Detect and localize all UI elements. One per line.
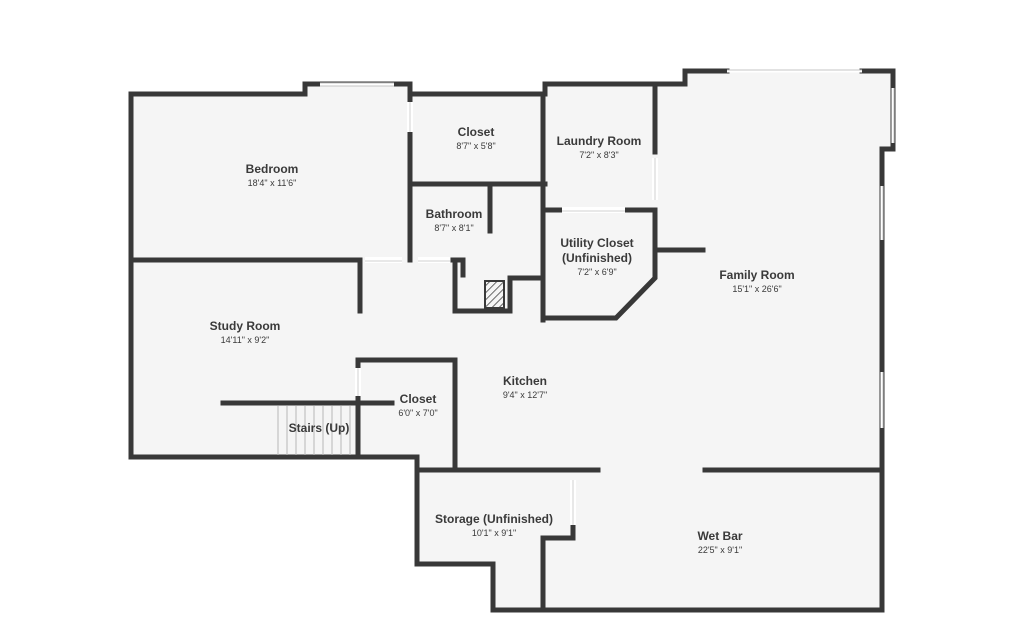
room-name-storage: Storage (Unfinished) (435, 512, 553, 526)
door-openings (355, 102, 658, 525)
room-dims-family: 15'1" x 26'6" (732, 284, 781, 294)
room-dims-bathroom: 8'7" x 8'1" (434, 223, 473, 233)
room-dims-kitchen: 9'4" x 12'7" (503, 390, 547, 400)
room-dims-laundry: 7'2" x 8'3" (579, 150, 618, 160)
room-dims-wetbar: 22'5" x 9'1" (698, 545, 742, 555)
windows (320, 69, 895, 428)
room-name-family: Family Room (719, 268, 794, 282)
stairs (277, 406, 351, 455)
floor-area (131, 71, 893, 610)
room-name-bathroom: Bathroom (426, 207, 483, 221)
room-dims-bedroom: 18'4" x 11'6" (248, 178, 297, 188)
room-dims-closet-small: 6'0" x 7'0" (398, 408, 437, 418)
room-dims-utility: 7'2" x 6'9" (577, 267, 616, 277)
room-name-stairs: Stairs (Up) (289, 421, 350, 435)
room-name-laundry: Laundry Room (557, 134, 642, 148)
room-name-kitchen: Kitchen (503, 374, 547, 388)
room-name-wetbar: Wet Bar (697, 529, 742, 543)
room-name-study: Study Room (210, 319, 281, 333)
room-dims-storage: 10'1" x 9'1" (472, 528, 516, 538)
room-dims-study: 14'11" x 9'2" (221, 335, 270, 345)
room-name-utility-line2: (Unfinished) (562, 251, 632, 265)
hatched-block (484, 280, 505, 309)
room-labels: Bedroom 18'4" x 11'6" Closet 8'7" x 5'8"… (210, 125, 795, 555)
room-name-closet-small: Closet (400, 392, 437, 406)
room-name-bedroom: Bedroom (246, 162, 299, 176)
room-name-utility-line1: Utility Closet (560, 236, 633, 250)
room-dims-closet-top: 8'7" x 5'8" (456, 141, 495, 151)
interior-walls (128, 83, 885, 613)
room-name-closet-top: Closet (458, 125, 495, 139)
